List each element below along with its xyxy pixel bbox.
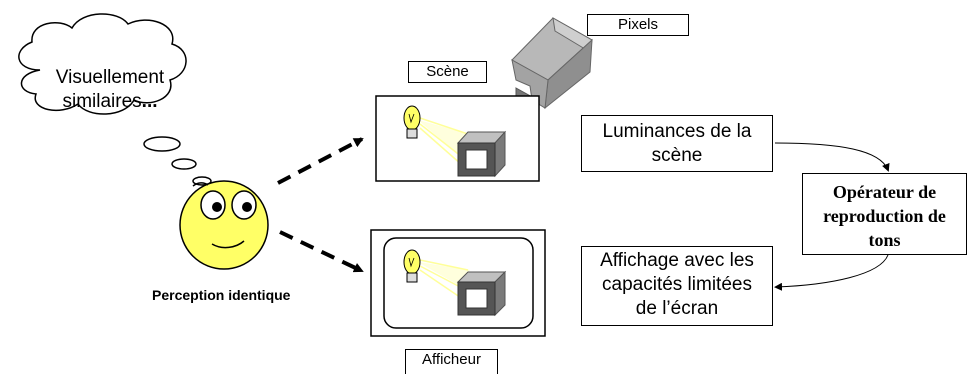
scene-label: Scène <box>408 61 487 83</box>
arrow-operator-to-output <box>774 254 889 291</box>
output-line3: de l’écran <box>635 298 719 319</box>
scene-lightbulb-icon <box>403 105 471 173</box>
output-line1: Affichage avec les <box>600 250 754 271</box>
arrow-to-display <box>279 230 364 273</box>
display-frame-cube <box>456 270 507 317</box>
arrow-to-scene <box>277 137 364 185</box>
smiley-face <box>179 180 269 270</box>
thought-bubble-large <box>143 136 181 152</box>
cloud-text-line1: Visuellement <box>55 67 165 88</box>
output-box: Affichage avec les capacités limitées de… <box>581 246 773 326</box>
pixels-label: Pixels <box>587 14 689 36</box>
cloud-text-word: similaires <box>62 91 142 112</box>
perception-caption: Perception identique <box>152 287 291 303</box>
cloud-text: Visuellement similaires... <box>45 66 175 114</box>
luminances-line2: scène <box>651 145 703 166</box>
thought-bubble-medium <box>171 158 197 170</box>
operator-line1: Opérateur de <box>832 182 937 202</box>
luminances-line1: Luminances de la <box>602 121 752 142</box>
cloud-text-dots: ... <box>141 91 158 112</box>
operator-box: Opérateur de reproduction de tons <box>802 173 967 255</box>
thought-cloud <box>18 13 187 115</box>
output-line2: capacités limitées <box>602 274 752 295</box>
scene-frame-cube <box>456 130 507 178</box>
operator-line2: reproduction de <box>823 206 946 226</box>
cloud-text-line2: similaires... <box>45 90 175 114</box>
display-lightbulb-icon <box>403 249 471 305</box>
luminances-box: Luminances de la scène <box>581 115 773 172</box>
operator-line3: tons <box>868 230 901 250</box>
display-label: Afficheur <box>405 349 498 374</box>
camera-icon <box>511 17 593 111</box>
arrow-luminances-to-operator <box>774 142 890 172</box>
